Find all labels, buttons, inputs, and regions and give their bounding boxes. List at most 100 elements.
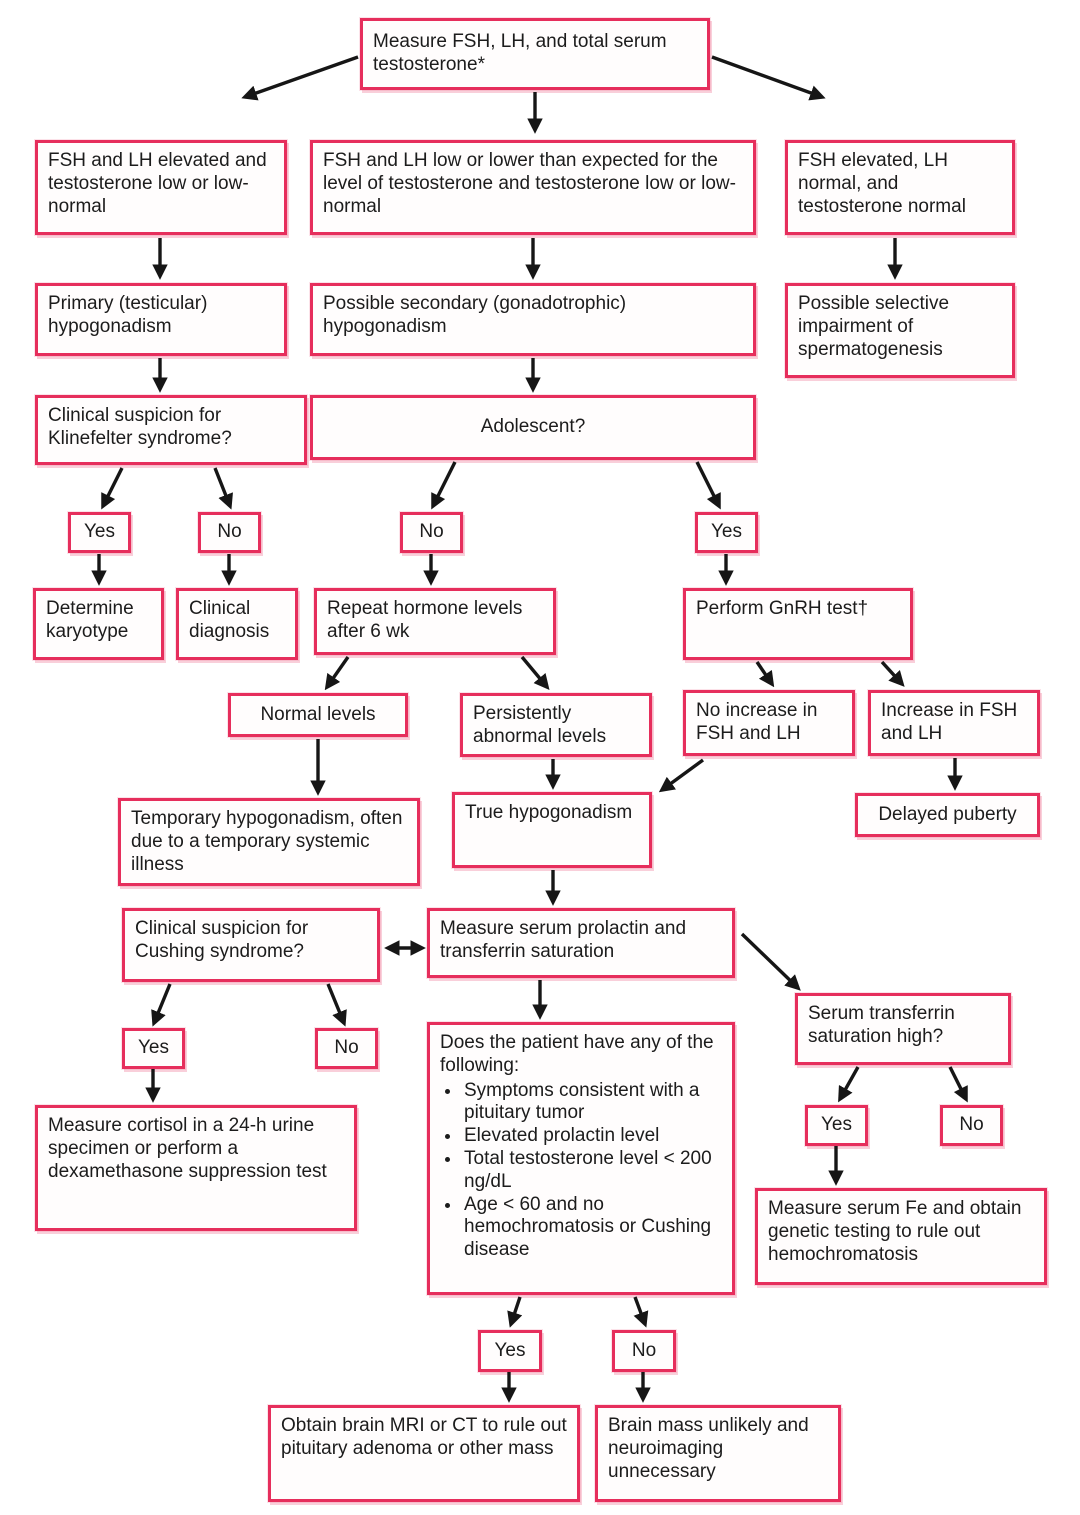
node-label: Brain mass unlikely and neuroimaging unn…: [608, 1415, 809, 1482]
node-label: No: [631, 1339, 657, 1361]
node-label: Clinical diagnosis: [189, 598, 270, 642]
node-true-hypogonadism: True hypogonadism: [452, 792, 652, 868]
arrow-measure-to-elevated: [241, 55, 359, 101]
arrow-cushing-to-yes: [151, 983, 172, 1027]
node-label: Yes: [138, 1037, 169, 1059]
node-repeat-hormone-levels: Repeat hormone levels after 6 wk: [314, 588, 556, 655]
node-label: Obtain brain MRI or CT to rule out pitui…: [281, 1415, 567, 1459]
node-klinefelter-suspicion: Clinical suspicion for Klinefelter syndr…: [35, 395, 307, 465]
node-label: FSH and LH elevated and testosterone low…: [48, 150, 267, 217]
node-label: FSH and LH low or lower than expected fo…: [323, 150, 736, 217]
node-label: Increase in FSH and LH: [881, 700, 1018, 744]
arrow-repeat-to-normal: [324, 656, 350, 691]
node-measure-prolactin-transferrin: Measure serum prolactin and transferrin …: [427, 908, 735, 978]
node-label: Temporary hypogonadism, often due to a t…: [131, 808, 403, 875]
arrow-measure-to-fsh-elevated: [711, 55, 826, 101]
node-label: No: [217, 521, 242, 543]
node-label: Yes: [494, 1339, 526, 1361]
arrow-transferrin-to-no: [948, 1066, 968, 1103]
arrow-transferrin-to-yes: [838, 1066, 860, 1103]
node-label: Clinical suspicion for Cushing syndrome?: [135, 918, 309, 962]
node-label: True hypogonadism: [465, 802, 633, 823]
node-criteria-yes: Yes: [478, 1330, 542, 1372]
node-measure-fsh-lh-testosterone: Measure FSH, LH, and total serum testost…: [360, 18, 710, 90]
node-label: No: [959, 1114, 984, 1136]
arrow-criteria-to-yes: [507, 1296, 523, 1328]
node-increase-fsh-lh: Increase in FSH and LH: [868, 690, 1040, 756]
arrow-adolescent-to-yes: [695, 461, 721, 510]
node-label: No: [334, 1037, 359, 1059]
node-persistently-abnormal: Persistently abnormal levels: [460, 693, 652, 757]
node-cushing-no: No: [315, 1028, 378, 1069]
node-label: Yes: [821, 1114, 852, 1136]
criteria-list: Symptoms consistent with a pituitary tum…: [440, 1080, 722, 1262]
criteria-intro: Does the patient have any of the followi…: [440, 1032, 714, 1076]
node-cushing-suspicion: Clinical suspicion for Cushing syndrome?: [122, 908, 380, 982]
node-temporary-hypogonadism: Temporary hypogonadism, often due to a t…: [118, 798, 420, 886]
node-label: No increase in FSH and LH: [696, 700, 818, 744]
node-measure-cortisol: Measure cortisol in a 24-h urine specime…: [35, 1105, 357, 1231]
node-adolescent-yes: Yes: [695, 512, 758, 553]
arrow-no-increase-to-true: [658, 758, 705, 793]
node-transferrin-yes: Yes: [805, 1105, 868, 1146]
node-label: Normal levels: [260, 703, 376, 725]
arrow-prolactin-to-transferrin: [740, 932, 801, 991]
node-patient-criteria: Does the patient have any of the followi…: [427, 1022, 735, 1295]
node-transferrin-no: No: [940, 1105, 1003, 1146]
node-label: No: [419, 521, 444, 543]
node-klinefelter-no: No: [198, 512, 261, 553]
node-label: Serum transferrin saturation high?: [808, 1003, 955, 1047]
node-klinefelter-yes: Yes: [68, 512, 131, 553]
node-no-increase-fsh-lh: No increase in FSH and LH: [683, 690, 855, 756]
node-selective-impairment: Possible selective impairment of spermat…: [785, 283, 1015, 378]
node-label: FSH elevated, LH normal, and testosteron…: [798, 150, 966, 217]
node-fsh-elevated-lh-normal: FSH elevated, LH normal, and testosteron…: [785, 140, 1015, 235]
arrow-klinefelter-to-no: [213, 467, 233, 510]
node-label: Perform GnRH test†: [696, 598, 869, 619]
arrow-repeat-to-persistent: [520, 655, 550, 691]
node-fsh-lh-low: FSH and LH low or lower than expected fo…: [310, 140, 756, 235]
criteria-item: Age < 60 and no hemochromatosis or Cushi…: [462, 1194, 722, 1262]
node-label: Measure serum prolactin and transferrin …: [440, 918, 687, 962]
node-label: Possible selective impairment of spermat…: [798, 293, 950, 360]
node-label: Measure FSH, LH, and total serum testost…: [373, 31, 667, 75]
criteria-item: Elevated prolactin level: [462, 1125, 722, 1148]
node-label: Adolescent?: [480, 416, 586, 438]
node-normal-levels: Normal levels: [228, 693, 408, 737]
node-criteria-no: No: [612, 1330, 676, 1372]
node-label: Measure cortisol in a 24-h urine specime…: [48, 1115, 327, 1182]
node-label: Measure serum Fe and obtain genetic test…: [768, 1198, 1022, 1265]
criteria-item: Symptoms consistent with a pituitary tum…: [462, 1080, 722, 1126]
arrow-gnrh-to-increase: [880, 660, 905, 687]
node-transferrin-high-question: Serum transferrin saturation high?: [795, 993, 1011, 1065]
node-label: Primary (testicular) hypogonadism: [48, 293, 208, 337]
arrow-klinefelter-to-yes: [101, 467, 124, 510]
node-measure-serum-fe: Measure serum Fe and obtain genetic test…: [755, 1188, 1047, 1285]
criteria-item: Total testosterone level < 200 ng/dL: [462, 1148, 722, 1194]
node-primary-hypogonadism: Primary (testicular) hypogonadism: [35, 283, 287, 356]
arrow-cushing-to-no: [326, 983, 347, 1027]
node-label: Delayed puberty: [878, 803, 1017, 825]
node-label: Repeat hormone levels after 6 wk: [327, 598, 523, 642]
node-label: Yes: [84, 521, 115, 543]
node-secondary-hypogonadism: Possible secondary (gonadotrophic) hypog…: [310, 283, 756, 356]
arrow-adolescent-to-no: [431, 461, 457, 510]
node-determine-karyotype: Determine karyotype: [33, 588, 164, 660]
arrow-gnrh-to-no-increase: [755, 661, 775, 688]
node-label: Clinical suspicion for Klinefelter syndr…: [48, 405, 232, 449]
node-label: Determine karyotype: [46, 598, 134, 642]
node-brain-mass-unlikely: Brain mass unlikely and neuroimaging unn…: [595, 1405, 841, 1502]
node-perform-gnrh-test: Perform GnRH test†: [683, 588, 913, 660]
node-adolescent-no: No: [400, 512, 463, 553]
node-clinical-diagnosis: Clinical diagnosis: [176, 588, 298, 660]
arrow-criteria-to-no: [633, 1296, 649, 1328]
node-cushing-yes: Yes: [122, 1028, 185, 1069]
node-label: Possible secondary (gonadotrophic) hypog…: [323, 293, 627, 337]
node-obtain-brain-mri: Obtain brain MRI or CT to rule out pitui…: [268, 1405, 580, 1502]
node-label: Yes: [711, 521, 742, 543]
node-label: Persistently abnormal levels: [473, 703, 607, 747]
node-fsh-lh-elevated: FSH and LH elevated and testosterone low…: [35, 140, 287, 235]
node-adolescent-question: Adolescent?: [310, 395, 756, 460]
node-delayed-puberty: Delayed puberty: [855, 793, 1040, 837]
